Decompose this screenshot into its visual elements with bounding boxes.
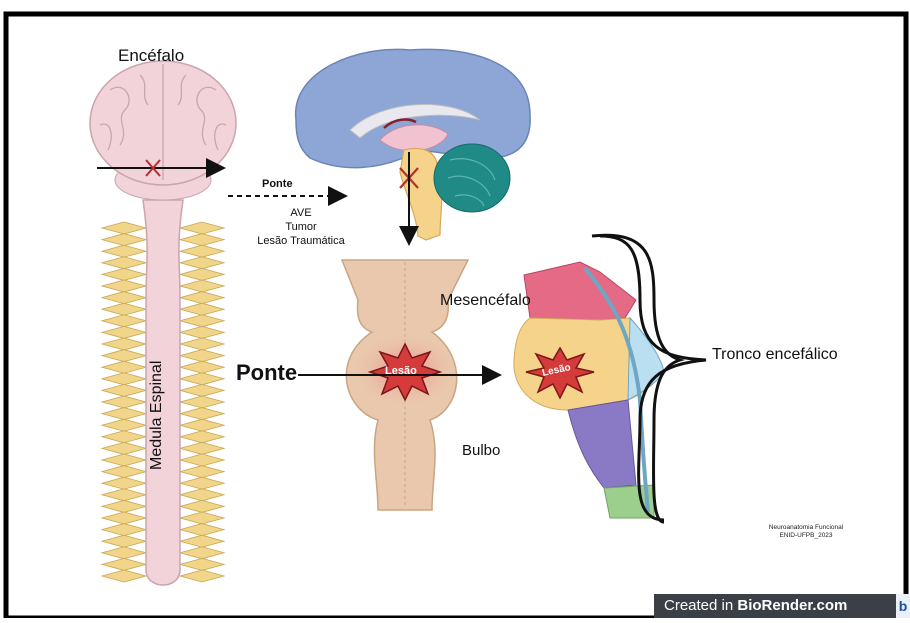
- spinal-nerve: [102, 477, 146, 489]
- spinal-nerve: [102, 408, 146, 420]
- spinal-nerve: [180, 303, 224, 315]
- spinal-nerve: [102, 257, 146, 269]
- spinal-nerve: [180, 222, 224, 234]
- spinal-nerve: [180, 280, 224, 292]
- spinal-nerve: [102, 570, 146, 582]
- spinal-nerve: [180, 477, 224, 489]
- spinal-nerve: [102, 500, 146, 512]
- brand-prefix: Created in: [664, 597, 737, 614]
- spinal-nerve: [102, 326, 146, 338]
- credit-line-2: ENID-UFPB_2023: [736, 532, 876, 540]
- brainstem-sagittal: [400, 148, 442, 240]
- spinal-nerve: [180, 535, 224, 547]
- spinal-nerve: [180, 489, 224, 501]
- label-tronco-encefalico: Tronco encefálico: [712, 346, 838, 364]
- spinal-nerve: [102, 489, 146, 501]
- spinal-nerve: [102, 466, 146, 478]
- spinal-nerve: [102, 373, 146, 385]
- spinal-nerve: [102, 454, 146, 466]
- spinal-nerve: [180, 500, 224, 512]
- spinal-nerve: [102, 524, 146, 536]
- credit-text: Neuroanatomia Funcional ENID-UFPB_2023: [736, 524, 876, 540]
- spinal-nerve: [180, 570, 224, 582]
- spinal-nerve: [102, 350, 146, 362]
- spinal-nerve: [180, 245, 224, 257]
- spinal-nerve: [180, 408, 224, 420]
- spinal-nerve: [180, 454, 224, 466]
- mesencephalon-region: [524, 262, 636, 320]
- spinal-nerve: [102, 303, 146, 315]
- spinal-nerve: [180, 419, 224, 431]
- spinal-nerve: [102, 431, 146, 443]
- spinal-nerve: [102, 396, 146, 408]
- label-medula-espinal: Medula Espinal: [148, 361, 166, 470]
- spinal-nerve: [180, 361, 224, 373]
- spinal-nerve: [180, 373, 224, 385]
- spinal-nerve: [180, 466, 224, 478]
- brand-name: BioRender.com: [737, 597, 847, 614]
- spinal-nerve: [180, 338, 224, 350]
- spinal-nerve: [180, 350, 224, 362]
- spinal-nerve: [180, 326, 224, 338]
- spinal-nerve: [180, 524, 224, 536]
- biorender-logo-icon: b: [896, 594, 910, 618]
- spinal-nerve: [180, 384, 224, 396]
- spinal-nerve: [102, 547, 146, 559]
- spinal-nerve: [102, 245, 146, 257]
- spinal-nerve: [180, 558, 224, 570]
- cause-item: AVE: [246, 206, 356, 220]
- spinal-nerve: [102, 512, 146, 524]
- spinal-nerve: [102, 292, 146, 304]
- label-encefalo: Encéfalo: [118, 46, 184, 66]
- spinal-nerve: [102, 442, 146, 454]
- spinal-nerve: [102, 384, 146, 396]
- label-ponte-small: Ponte: [262, 178, 293, 190]
- label-ponte: Ponte: [236, 360, 297, 386]
- cerebellum-sagittal: [434, 144, 510, 212]
- spinal-nerve: [102, 558, 146, 570]
- cause-item: Tumor: [246, 220, 356, 234]
- spinal-nerve: [180, 431, 224, 443]
- spinal-nerve: [102, 419, 146, 431]
- spinal-nerve: [180, 292, 224, 304]
- spinal-nerve: [180, 512, 224, 524]
- spinal-nerve: [102, 361, 146, 373]
- spinal-nerve: [102, 535, 146, 547]
- spinal-nerve: [102, 268, 146, 280]
- spinal-nerve: [102, 315, 146, 327]
- spinal-nerve: [180, 547, 224, 559]
- spinal-nerve: [102, 280, 146, 292]
- credit-line-1: Neuroanatomia Funcional: [736, 524, 876, 532]
- spinal-nerve: [102, 222, 146, 234]
- label-bulbo: Bulbo: [462, 442, 500, 459]
- lesion-causes-list: AVE Tumor Lesão Traumática: [246, 206, 356, 248]
- spinal-nerve: [180, 442, 224, 454]
- label-mesencefalo: Mesencéfalo: [440, 292, 531, 310]
- spinal-nerve: [102, 338, 146, 350]
- cause-item: Lesão Traumática: [246, 234, 356, 248]
- spinal-nerve: [180, 315, 224, 327]
- spinal-nerve: [180, 268, 224, 280]
- spinal-nerve: [180, 234, 224, 246]
- medulla-region: [568, 400, 636, 488]
- spinal-nerve: [102, 234, 146, 246]
- biorender-badge[interactable]: Created in BioRender.com b: [654, 594, 910, 618]
- spinal-nerve: [180, 257, 224, 269]
- label-lesao-1: Lesão: [385, 365, 417, 377]
- spinal-nerve: [180, 396, 224, 408]
